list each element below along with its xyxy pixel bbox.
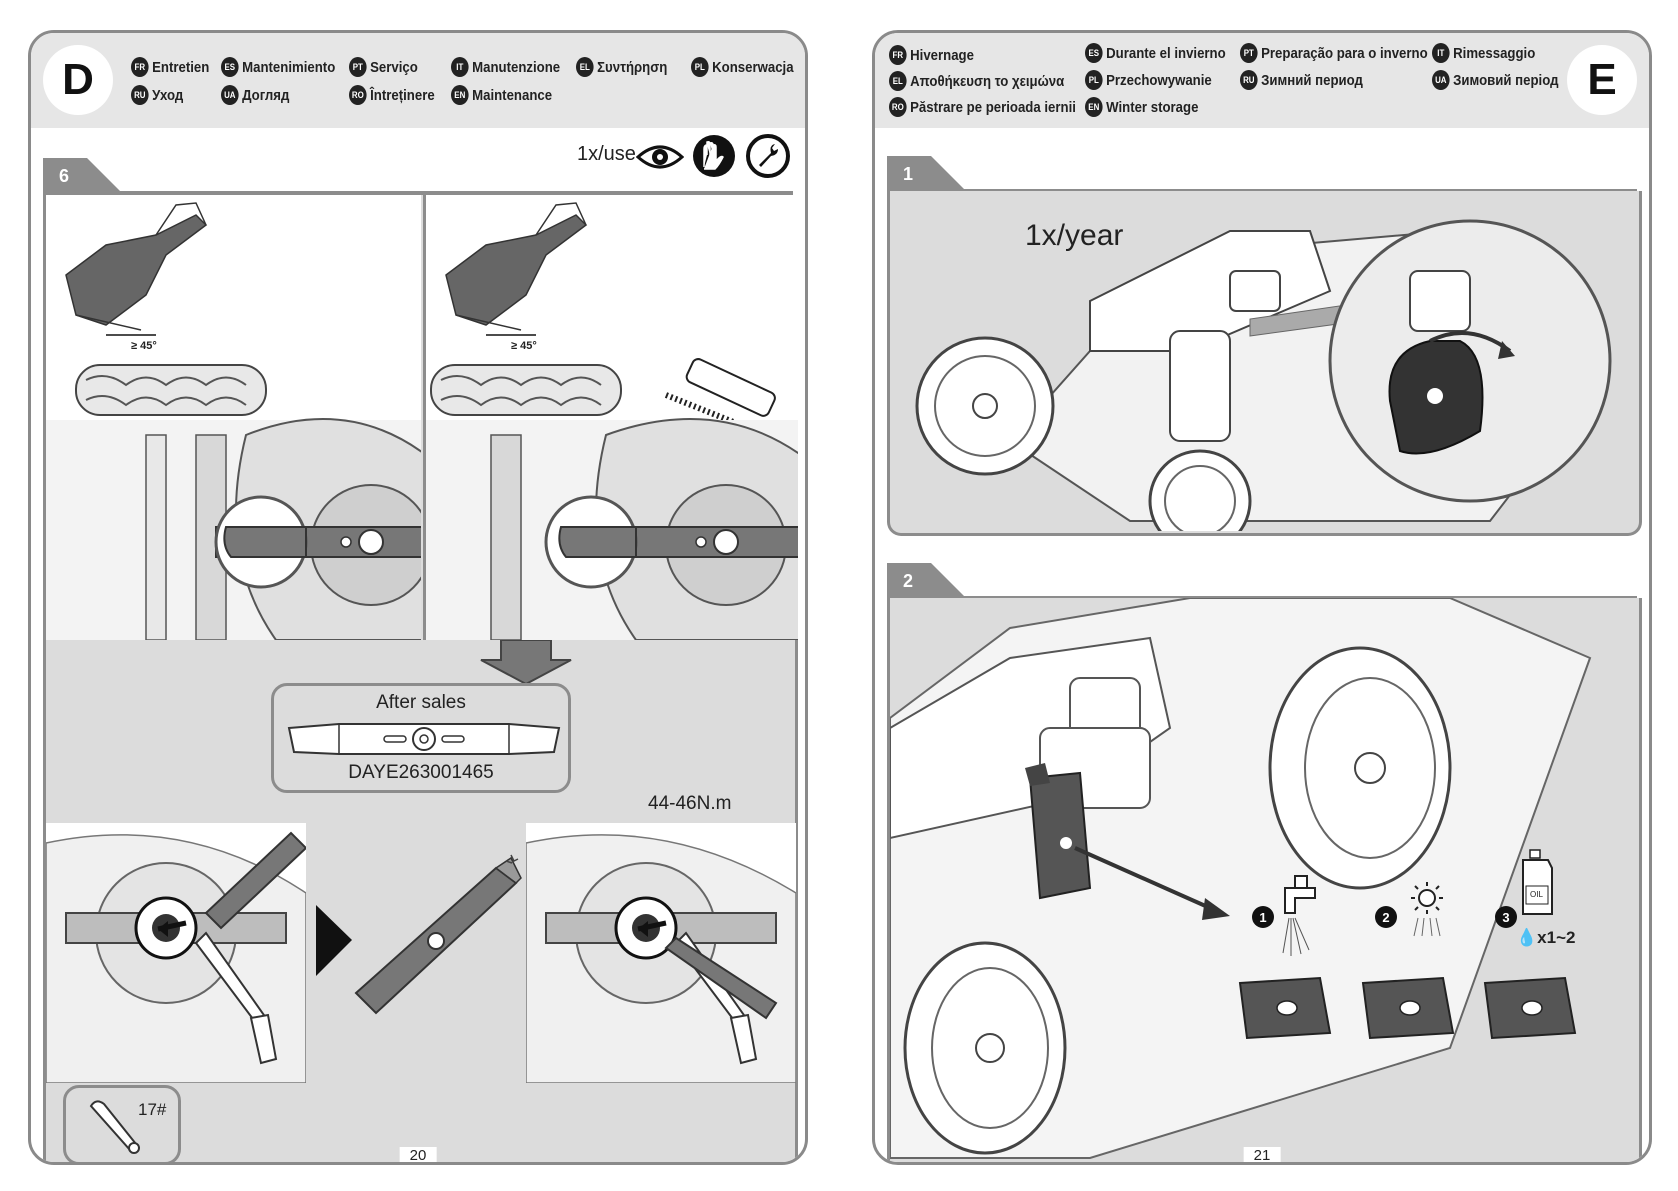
sub-step-1-badge: 1 <box>1252 906 1274 928</box>
oil-bottle-icon <box>1522 849 1553 915</box>
air-filter-cover-illustration <box>915 219 1612 531</box>
socket-wrench-icon <box>89 1100 140 1154</box>
page-number-right: 21 <box>1243 1147 1281 1162</box>
replacement-blade-icon <box>287 723 561 755</box>
step-1-panel: 1x/year <box>887 191 1642 536</box>
oil-amount: 💧x1~2 <box>1516 928 1576 947</box>
water-tap-icon <box>1282 875 1316 956</box>
gloves-icon <box>693 135 735 177</box>
frequency-label: 1x/use <box>577 143 636 165</box>
sub-panel-blade-clean: ≥ 45° <box>423 195 798 640</box>
brush-icon <box>664 358 776 438</box>
arrow-down-icon <box>480 640 572 685</box>
section-letter: E <box>1567 45 1637 115</box>
sub-panel-blade-worn: ≥ 45° <box>46 195 421 640</box>
step-2-panel: 1 2 3 <box>887 598 1642 1162</box>
new-blade-icon <box>354 854 522 1015</box>
after-sales-title: After sales <box>376 692 466 713</box>
install-blade-illustration <box>526 823 796 1083</box>
next-arrow-icon <box>316 905 352 976</box>
filter-pad-wet <box>1238 976 1332 1040</box>
filter-pad-dry <box>1361 976 1455 1040</box>
step-2-tab: 2 <box>887 563 967 599</box>
oil-drop-icon: 💧 <box>1516 928 1538 947</box>
remove-blade-illustration <box>46 823 306 1083</box>
section-letter: D <box>43 45 113 115</box>
wrench-size-box: 17# <box>63 1085 181 1162</box>
sub-step-3-badge: 3 <box>1495 906 1517 928</box>
step-1-tab: 1 <box>887 156 967 192</box>
wrench-size-label: 17# <box>138 1100 167 1119</box>
step-6-tab: 6 <box>43 158 123 194</box>
eye-icon <box>636 145 684 169</box>
angle-label-2: ≥ 45° <box>511 340 537 352</box>
wrench-icon <box>746 134 790 178</box>
torque-label: 44-46N.m <box>648 793 732 814</box>
angle-label-1: ≥ 45° <box>131 340 157 352</box>
after-sales-box: After sales DAYE263001465 <box>271 683 571 793</box>
part-number: DAYE263001465 <box>348 762 494 783</box>
page-number-left: 20 <box>399 1147 437 1162</box>
step-1-frequency: 1x/year <box>1025 219 1124 252</box>
mower-cleaning-illustration <box>426 202 798 640</box>
sun-icon <box>1411 882 1443 937</box>
mower-underside-illustration <box>46 202 421 640</box>
sub-step-2-badge: 2 <box>1375 906 1397 928</box>
oil-label: OIL <box>1530 890 1543 899</box>
filter-pad-oiled <box>1483 976 1577 1040</box>
